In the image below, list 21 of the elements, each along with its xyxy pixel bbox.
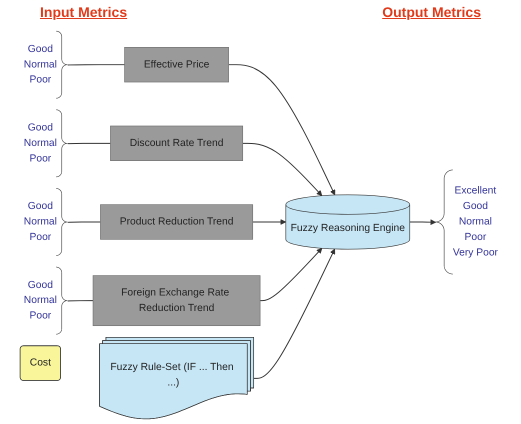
arrow <box>260 248 322 302</box>
arrow <box>252 219 286 225</box>
connector <box>67 142 111 144</box>
arrow <box>242 142 322 196</box>
arrow <box>254 248 336 379</box>
node-text: Good Normal Poor <box>24 43 57 86</box>
connector <box>67 300 94 302</box>
section-heading: Input Metrics <box>40 4 128 22</box>
node-text: Good Normal Poor <box>24 279 57 322</box>
node-box: Product Reduction Trend <box>100 204 254 240</box>
node-text: Excellent Good Normal Poor Very Poor <box>452 185 498 258</box>
node-text: Good Normal Poor <box>24 200 57 243</box>
node-box: Discount Rate Trend <box>110 126 244 161</box>
arrow <box>228 64 336 196</box>
node-text: Good Normal Poor <box>24 122 57 164</box>
arrow <box>409 219 436 225</box>
connector <box>67 64 126 66</box>
node-box: Effective Price <box>124 47 229 82</box>
connector <box>67 222 101 223</box>
node-box: Foreign Exchange Rate Reduction Trend <box>92 275 260 326</box>
section-heading: Output Metrics <box>382 4 481 22</box>
